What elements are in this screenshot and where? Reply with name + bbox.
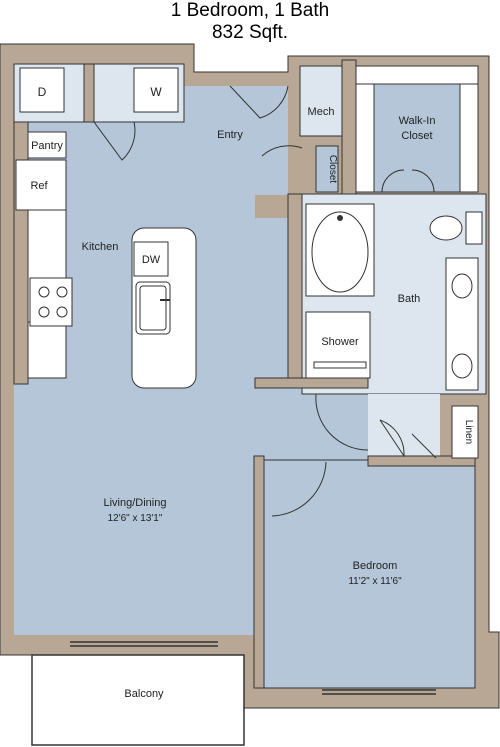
label-shower: Shower — [321, 336, 359, 348]
bath-wall-left — [287, 193, 303, 389]
door-swing — [261, 145, 303, 157]
door-swing — [411, 169, 435, 193]
door-swing — [93, 121, 136, 161]
door-swing — [381, 169, 405, 193]
toilet-bowl — [429, 215, 463, 241]
dishwasher-box — [133, 241, 169, 277]
bath-wall-bottom — [254, 377, 369, 389]
label-walkin-1: Walk-In — [399, 115, 436, 127]
burner — [38, 286, 50, 298]
entry-wall — [83, 63, 95, 123]
door-swing — [229, 85, 289, 119]
walkin-shelf-left — [355, 83, 375, 193]
walkin-shelf-top — [355, 65, 479, 85]
burner — [38, 306, 50, 318]
plan-sqft: 832 Sqft. — [211, 22, 289, 43]
label-pantry: Pantry — [31, 140, 63, 152]
fridge-box — [15, 159, 67, 211]
island-sink-basin — [139, 285, 167, 331]
bathtub-basin — [311, 211, 369, 293]
label-linen: Linen — [463, 420, 474, 444]
burner — [56, 286, 68, 298]
vanity-sink — [451, 273, 473, 299]
linen-closet — [451, 405, 479, 459]
shower-bench — [313, 361, 367, 369]
cooktop — [29, 277, 73, 327]
tub-drain — [337, 215, 343, 221]
label-entry: Entry — [217, 129, 243, 141]
dryer-box — [19, 67, 65, 113]
label-fridge: Ref — [30, 180, 48, 192]
label-kitchen: Kitchen — [82, 241, 119, 253]
shower-stall — [305, 311, 371, 379]
closet-divider — [341, 59, 357, 195]
bath-lower-floor — [368, 394, 440, 456]
burner — [56, 306, 68, 318]
kitchen-counter-lower — [27, 321, 67, 379]
label-closet: Closet — [327, 155, 338, 184]
washer-box — [133, 67, 179, 113]
bed-wall-top — [367, 455, 476, 467]
label-washer: W — [150, 85, 162, 99]
walkin-shelf-right — [459, 83, 479, 193]
vanity-sink — [451, 353, 473, 379]
label-bath: Bath — [398, 293, 421, 305]
pantry-box — [27, 131, 67, 159]
label-balcony: Balcony — [124, 688, 164, 700]
plan-title: 1 Bedroom, 1 Bath — [170, 0, 330, 21]
bed-wall-left — [253, 455, 265, 689]
label-dishwasher: DW — [142, 254, 161, 266]
bedroom-floor — [263, 459, 476, 689]
island-sink — [135, 281, 171, 335]
label-bedroom-size: 11'2" x 11'6" — [348, 576, 402, 587]
small-closet-floor — [315, 145, 339, 193]
label-dryer: D — [38, 85, 47, 99]
door-swing — [379, 419, 405, 458]
label-bedroom: Bedroom — [353, 560, 398, 572]
mech-floor — [299, 65, 343, 137]
door-swing — [315, 393, 369, 451]
label-living-size: 12'6" x 13'1" — [108, 513, 163, 524]
label-living: Living/Dining — [104, 497, 167, 509]
toilet-tank — [465, 211, 483, 245]
vanity — [445, 257, 479, 391]
label-walkin-2: Closet — [401, 130, 432, 142]
door-swing — [411, 433, 437, 459]
balcony-floor — [31, 654, 245, 746]
door-swing — [271, 461, 327, 517]
label-mech: Mech — [308, 106, 335, 118]
